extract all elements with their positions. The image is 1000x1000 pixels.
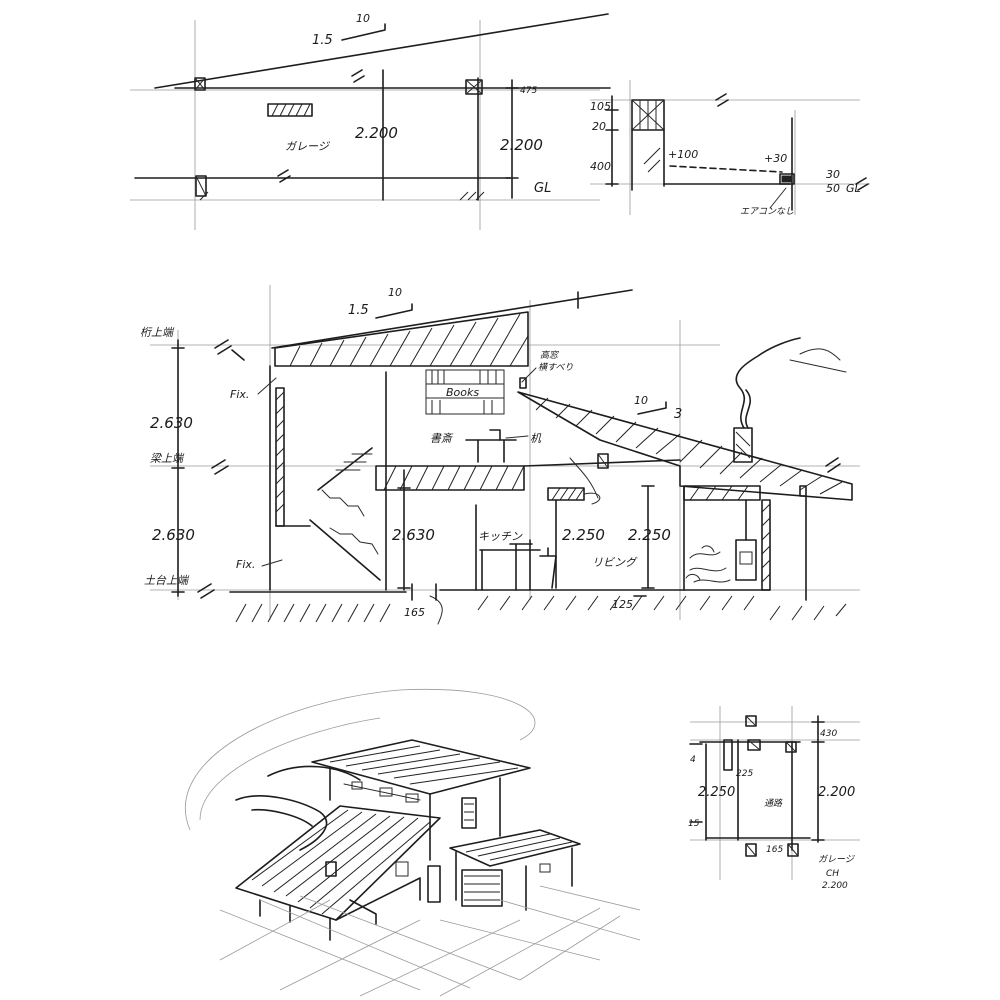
step-dim-30: 30 [826,168,840,181]
small-detail: 430 225 2.250 2.200 通路 165 ガレージ CH 2.200… [688,706,860,891]
smoke-curve [735,337,801,429]
garage-room-label: ガレージ [285,140,331,153]
step-plus100: +100 [668,148,698,161]
small-dim-2200: 2.200 [818,785,855,800]
main-slope-run: 10 [388,286,402,299]
house-perspective [184,688,641,997]
small-room-note: 通路 [764,798,783,809]
small-ch: CH [826,869,839,879]
garage-slope-rise: 1.5 [312,33,333,48]
step-dim-400: 400 [590,160,611,173]
chimney [733,337,847,463]
fix-upper: Fix. [230,388,249,401]
garage-dim-top: 475 [520,86,537,96]
stair-height: 2.630 [392,526,435,544]
upper-roof-slab [274,311,529,367]
step-dim-105: 105 [590,100,611,113]
step-note: エアコンなし [740,206,794,217]
small-dim-225: 225 [736,769,753,779]
step-dim-50: 50 [826,182,840,195]
small-dim-2250: 2.250 [698,785,735,800]
high-window-note-2: 横すべり [538,362,573,373]
main-slope-rise: 1.5 [348,303,369,318]
lower-height: 2.630 [152,526,195,544]
slope2-rise: 3 [674,407,682,422]
living-label: リビング [592,556,638,569]
step-dim-20: 20 [592,120,606,133]
garage-section: 1.5 10 2.200 ガレージ 2.200 475 GL [130,12,611,230]
wood-stove [683,485,807,601]
high-window-note-1: 高窓 [540,350,560,361]
garage-roof [449,829,581,867]
step-gl: GL [846,182,861,195]
study-label: 書斎 [430,432,454,445]
slope2-run: 10 [634,394,648,407]
second-floor-beam [375,465,525,491]
small-garage: ガレージ [818,854,855,865]
lower-roof-slab [517,391,853,501]
small-ch-value: 2.200 [822,881,848,891]
staircase: 2.630 [309,447,435,591]
garage-slope-mark [341,23,386,41]
garage-height-right: 2.200 [500,136,543,154]
small-mark-a: 4 [690,755,696,765]
label-base-top: 土台上端 [144,574,190,587]
living-height: 2.250 [628,526,671,544]
upper-height: 2.630 [150,414,193,432]
label-beam-top: 梁上端 [150,452,185,465]
main-roof-line [271,289,633,349]
small-dim-165: 165 [766,845,783,855]
garage-slope-run: 10 [356,12,370,25]
dim-165: 165 [404,606,425,619]
kitchen-counter [479,539,557,591]
main-section: 1.5 10 桁上端 梁上端 土台上端 2.630 2.630 Fix. Fix… [140,285,860,625]
books-label: Books [446,386,479,399]
main-sloped-roof [235,805,441,921]
garage-gl: GL [534,181,551,196]
dim-125: 125 [612,598,633,611]
fix-lower: Fix. [236,558,255,571]
step-plus30: +30 [764,152,787,165]
step-detail: 105 20 400 +100 +30 30 50 GL エアコンなし [590,80,870,217]
desk-label: 机 [530,432,542,445]
upper-roof [311,739,531,795]
garage-roof-line [154,13,609,89]
small-mark-b: 15 [688,819,700,829]
garage-height: 2.200 [355,124,398,142]
label-roof-top: 桁上端 [140,326,175,339]
bookshelf: Books [425,369,505,415]
small-dim-430: 430 [820,729,837,739]
kitchen-height: 2.250 [562,526,605,544]
garage-window [267,103,313,117]
desk [465,429,517,463]
kitchen-label: キッチン [478,530,523,543]
